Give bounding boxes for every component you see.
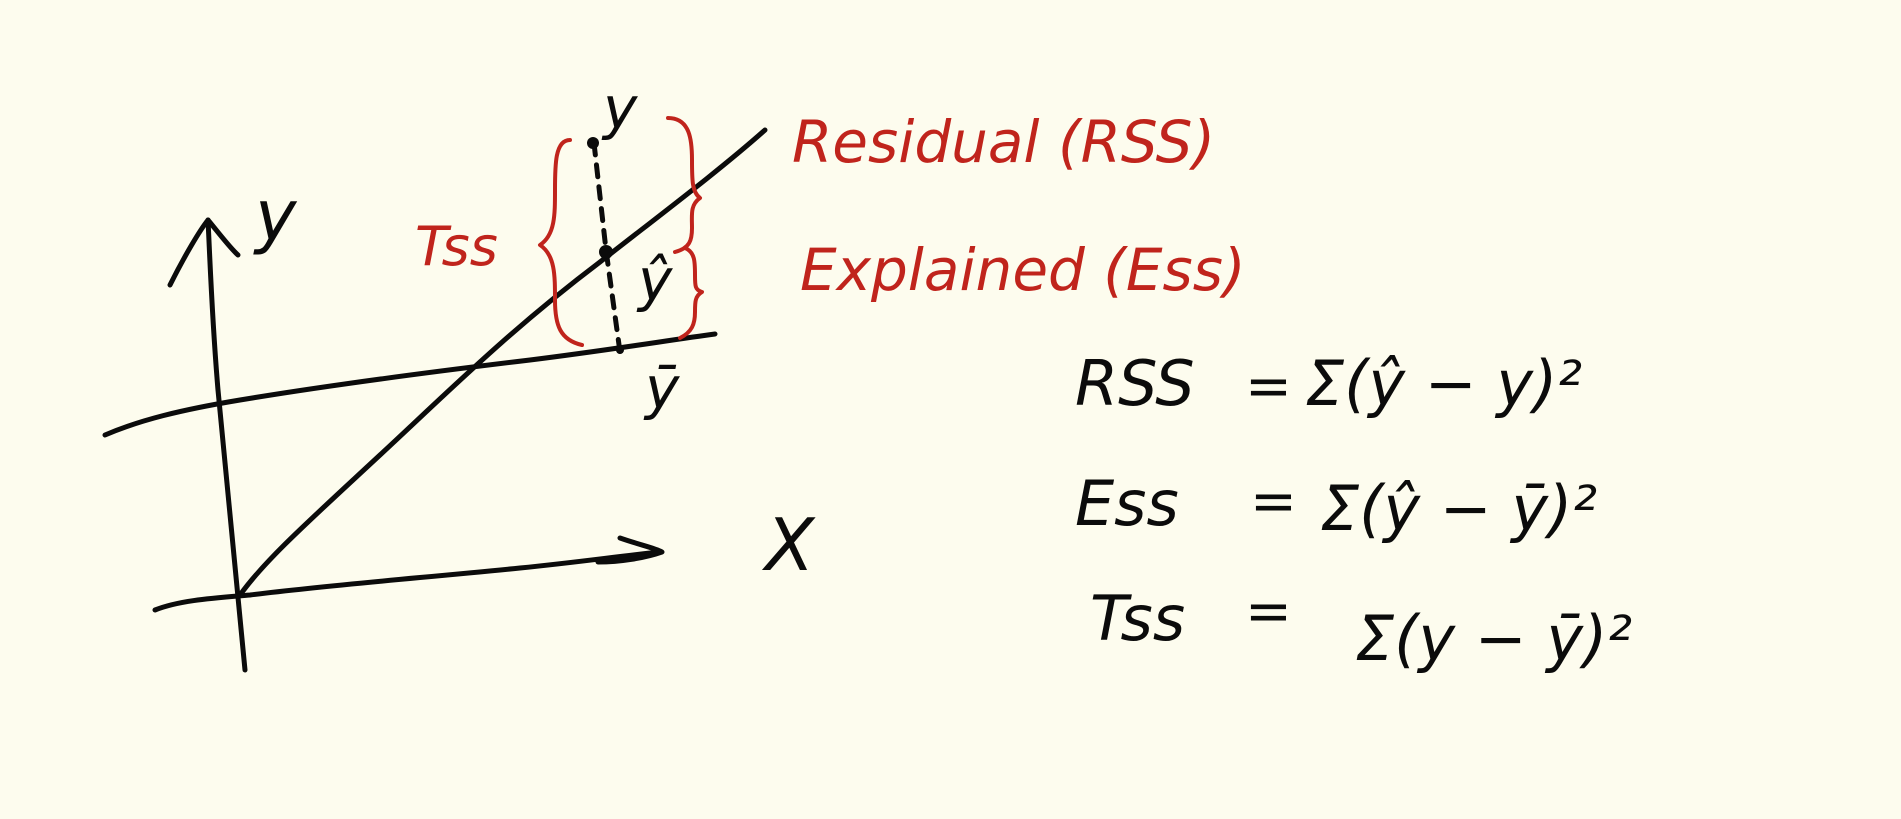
x-axis-label: X xyxy=(761,503,816,587)
formula-tss-eq: = xyxy=(1245,579,1292,644)
residual-brace xyxy=(666,116,702,254)
tss-label: Tss xyxy=(415,215,498,278)
residual-label: Residual (RSS) xyxy=(792,108,1215,176)
tss-brace xyxy=(538,138,584,347)
fitted-point-label: ŷ xyxy=(636,246,673,314)
observed-point xyxy=(587,137,599,149)
x-axis-arrowhead xyxy=(595,535,665,565)
observed-point-label: y xyxy=(601,74,638,142)
y-axis-label: y xyxy=(253,175,298,257)
formula-ess-rhs: Σ(ŷ − ȳ)² xyxy=(1320,472,1597,545)
formula-ess-eq: = xyxy=(1250,469,1297,534)
formula-rss-eq: = xyxy=(1245,354,1292,419)
explained-brace xyxy=(678,246,704,340)
formula-ess: Ess = Σ(ŷ − ȳ)² xyxy=(1075,467,1597,545)
formula-rss-lhs: RSS xyxy=(1075,347,1195,420)
mean-line xyxy=(102,331,718,438)
formula-rss: RSS = Σ(ŷ − y)² xyxy=(1075,347,1582,420)
formula-tss: Tss = Σ(y − ȳ)² xyxy=(1090,579,1632,675)
formula-rss-rhs: Σ(ŷ − y)² xyxy=(1305,347,1582,420)
y-axis-arrowhead xyxy=(167,217,241,288)
formula-ess-lhs: Ess xyxy=(1075,467,1179,540)
y-axis xyxy=(205,217,248,673)
mean-point-label: ȳ xyxy=(643,354,680,422)
regression-line xyxy=(237,127,768,598)
formula-tss-rhs: Σ(y − ȳ)² xyxy=(1355,602,1632,675)
mean-point xyxy=(616,346,624,354)
fitted-point xyxy=(599,245,613,259)
explained-label: Explained (Ess) xyxy=(800,236,1246,304)
formula-tss-lhs: Tss xyxy=(1090,582,1185,655)
x-axis xyxy=(152,549,663,613)
